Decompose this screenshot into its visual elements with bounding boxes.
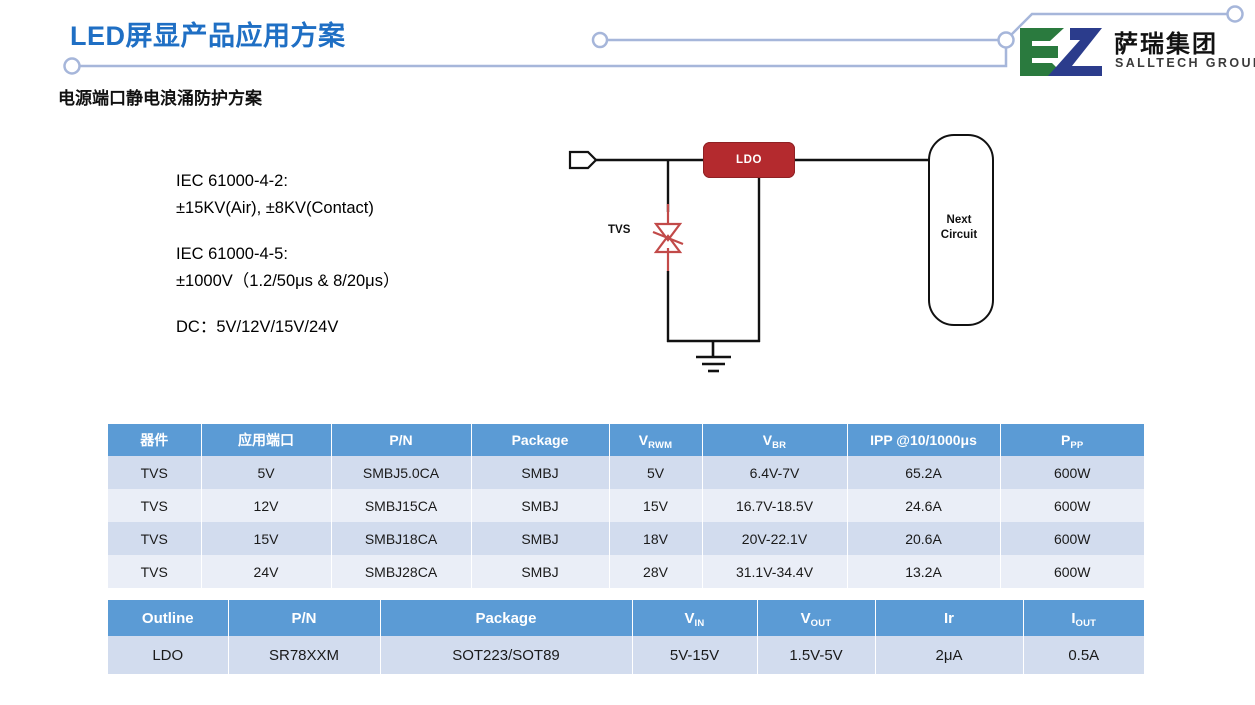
cell-r2-c5: 20V-22.1V — [702, 522, 848, 555]
cell-r1-c6: 24.6A — [847, 489, 1001, 522]
page-title: LED屏显产品应用方案 — [70, 21, 346, 51]
cell-r1-c5: 16.7V-18.5V — [702, 489, 848, 522]
company-logo: 萨瑞集团 SALLTECH GROUP — [1018, 24, 1255, 80]
circuit-diagram: LDO TVS Next Circuit — [550, 128, 1020, 393]
cell-r1-c7: 600W — [1000, 489, 1144, 522]
cell-r1-c1: 12V — [201, 489, 332, 522]
cell-r3-c3: SMBJ — [471, 555, 610, 588]
cell-r0-c7: 600W — [1000, 456, 1144, 489]
column-header-1: P/N — [228, 600, 381, 636]
column-header-4: VRWM — [609, 424, 703, 456]
column-header-4: VOUT — [757, 600, 876, 636]
cell-r0-c5: 6.4V-7V — [702, 456, 848, 489]
cell-r0-c6: 65.2A — [847, 456, 1001, 489]
logo-name-cn: 萨瑞集团 — [1114, 30, 1218, 58]
input-connector-icon — [568, 150, 598, 170]
cell-r0-c4: 1.5V-5V — [757, 636, 876, 674]
cell-r1-c3: SMBJ — [471, 489, 610, 522]
cell-r0-c1: 5V — [201, 456, 332, 489]
cell-r1-c4: 15V — [609, 489, 703, 522]
cell-r3-c7: 600W — [1000, 555, 1144, 588]
column-header-2: Package — [380, 600, 633, 636]
header-decoration — [63, 5, 1244, 75]
cell-r0-c0: TVS — [108, 456, 202, 489]
next-circuit-line2: Circuit — [940, 229, 978, 241]
spec-line-5: DC：5V/12V/15V/24V — [176, 318, 339, 336]
cell-r3-c0: TVS — [108, 555, 202, 588]
cell-r0-c3: 5V-15V — [632, 636, 758, 674]
column-header-6: IPP @10/1000μs — [847, 424, 1001, 456]
cell-r3-c6: 13.2A — [847, 555, 1001, 588]
cell-r0-c2: SMBJ5.0CA — [331, 456, 472, 489]
cell-r2-c7: 600W — [1000, 522, 1144, 555]
cell-r1-c0: TVS — [108, 489, 202, 522]
column-header-5: Ir — [875, 600, 1024, 636]
column-header-1: 应用端口 — [201, 424, 332, 456]
ldo-block — [703, 142, 795, 178]
column-header-0: Outline — [108, 600, 229, 636]
next-circuit-block — [928, 134, 994, 326]
cell-r0-c1: SR78XXM — [228, 636, 381, 674]
column-header-3: VIN — [632, 600, 758, 636]
cell-r0-c3: SMBJ — [471, 456, 610, 489]
spec-line-4: ±1000V（1.2/50μs & 8/20μs） — [176, 272, 400, 290]
cell-r0-c5: 2μA — [875, 636, 1024, 674]
cell-r2-c3: SMBJ — [471, 522, 610, 555]
logo-name-en: SALLTECH GROUP — [1115, 56, 1255, 70]
cell-r3-c1: 24V — [201, 555, 332, 588]
cell-r2-c4: 18V — [609, 522, 703, 555]
cell-r3-c4: 28V — [609, 555, 703, 588]
deco-circle-middle — [591, 31, 609, 49]
spec-line-2: ±15KV(Air), ±8KV(Contact) — [176, 199, 374, 217]
deco-circle-right — [1226, 5, 1244, 23]
ldo-label: LDO — [735, 154, 763, 166]
column-header-5: VBR — [702, 424, 848, 456]
cell-r3-c5: 31.1V-34.4V — [702, 555, 848, 588]
cell-r0-c6: 0.5A — [1023, 636, 1144, 674]
cell-r2-c0: TVS — [108, 522, 202, 555]
section-subtitle: 电源端口静电浪涌防护方案 — [58, 89, 262, 108]
deco-circle-left — [63, 57, 81, 75]
column-header-3: Package — [471, 424, 610, 456]
deco-circle-junction — [997, 31, 1015, 49]
column-header-7: PPP — [1000, 424, 1144, 456]
column-header-0: 器件 — [108, 424, 202, 456]
spec-line-3: IEC 61000-4-5: — [176, 245, 288, 263]
cell-r0-c2: SOT223/SOT89 — [380, 636, 633, 674]
column-header-6: IOUT — [1023, 600, 1144, 636]
cell-r1-c2: SMBJ15CA — [331, 489, 472, 522]
spec-text-block: IEC 61000-4-2: ±15KV(Air), ±8KV(Contact)… — [176, 168, 399, 341]
cell-r2-c2: SMBJ18CA — [331, 522, 472, 555]
spec-line-1: IEC 61000-4-2: — [176, 172, 288, 190]
cell-r2-c1: 15V — [201, 522, 332, 555]
tvs-label: TVS — [608, 224, 631, 236]
cell-r3-c2: SMBJ28CA — [331, 555, 472, 588]
cell-r0-c4: 5V — [609, 456, 703, 489]
next-circuit-line1: Next — [946, 214, 972, 226]
cell-r2-c6: 20.6A — [847, 522, 1001, 555]
next-circuit-label: Next Circuit — [928, 134, 990, 322]
circuit-wires — [568, 150, 930, 373]
column-header-2: P/N — [331, 424, 472, 456]
salltech-logo-icon — [1020, 28, 1102, 76]
cell-r0-c0: LDO — [108, 636, 229, 674]
